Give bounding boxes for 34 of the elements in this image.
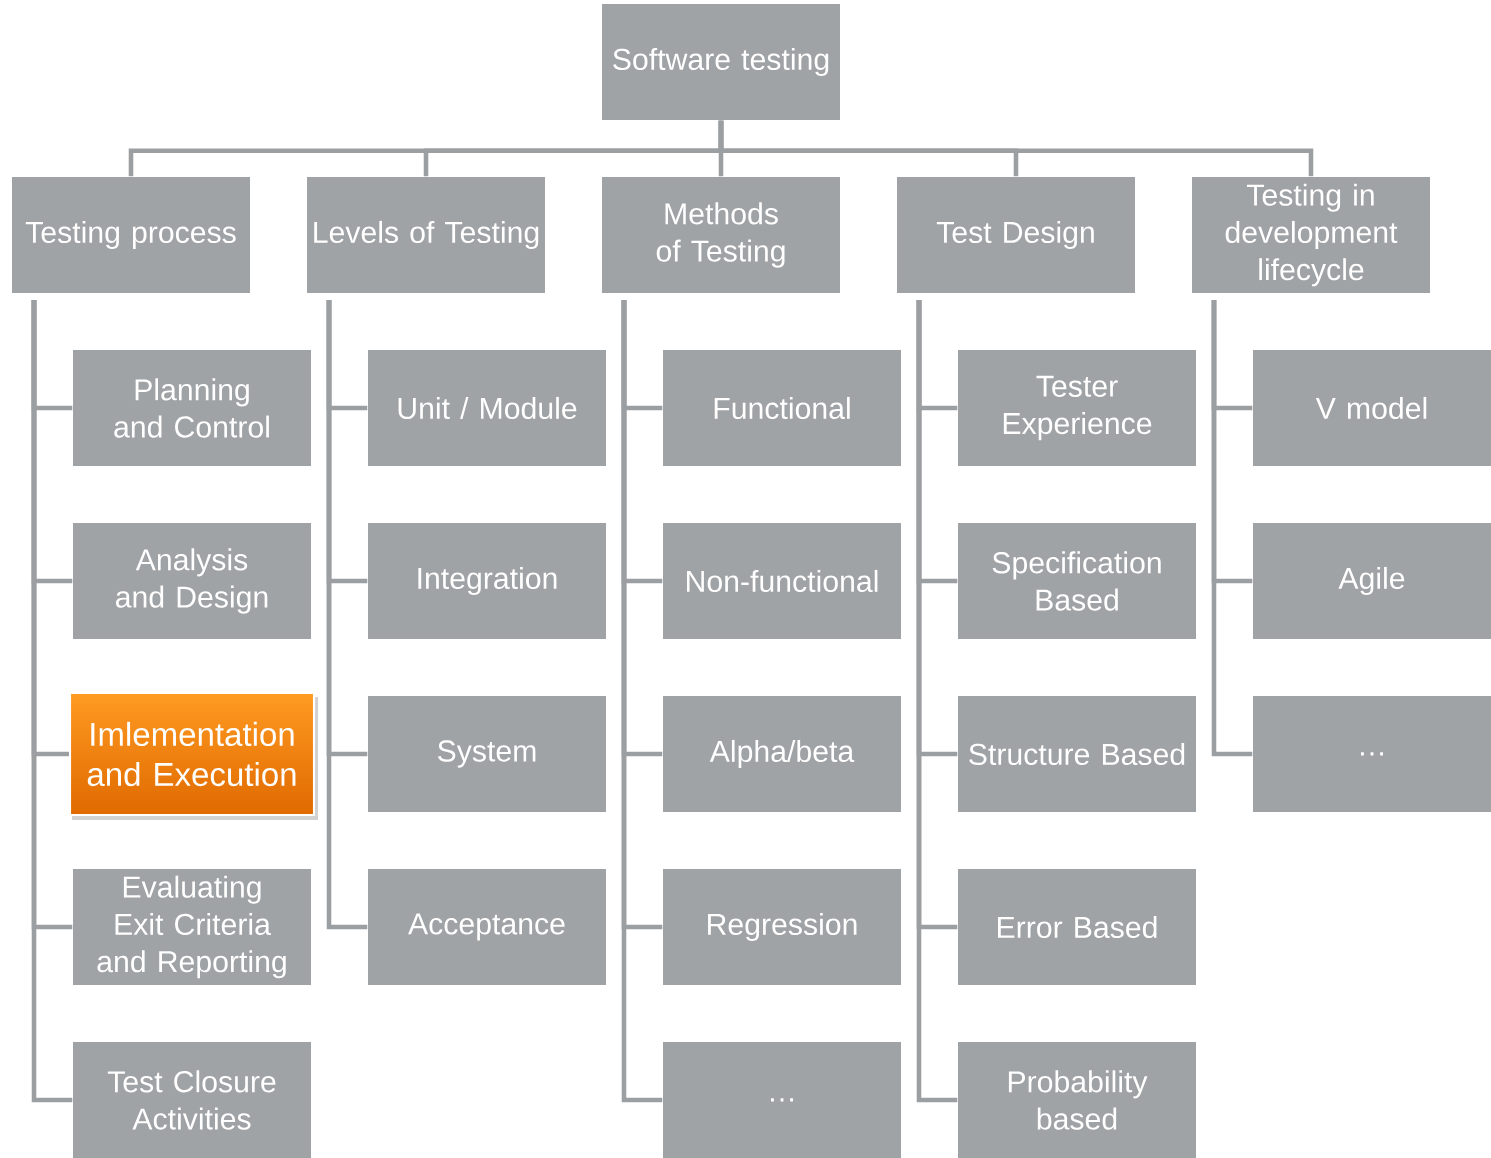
category-box: Methods of Testing: [602, 177, 840, 293]
item-box: Non-functional: [663, 523, 901, 639]
connector-line: [718, 120, 1314, 177]
item-box: V model: [1253, 350, 1491, 466]
highlighted-box: Imlementation and Execution: [68, 691, 318, 820]
connector-line: [621, 300, 663, 1103]
item-box: …: [1253, 696, 1491, 812]
item-box: Probability based: [958, 1042, 1196, 1158]
item-box: Planning and Control: [73, 350, 311, 466]
item-box: Analysis and Design: [73, 523, 311, 639]
root-box: Software testing: [602, 4, 840, 120]
item-box: Alpha/beta: [663, 696, 901, 812]
item-box: Regression: [663, 869, 901, 985]
item-box: Test Closure Activities: [73, 1042, 311, 1158]
item-box: Evaluating Exit Criteria and Reporting: [73, 869, 311, 985]
item-box: Integration: [368, 523, 606, 639]
item-box: Structure Based: [958, 696, 1196, 812]
item-box: Acceptance: [368, 869, 606, 985]
item-box: System: [368, 696, 606, 812]
connector-line: [31, 300, 73, 1103]
item-box: Specification Based: [958, 523, 1196, 639]
connector-line: [916, 300, 958, 1103]
item-box: Functional: [663, 350, 901, 466]
item-box: Agile: [1253, 523, 1491, 639]
item-box: …: [663, 1042, 901, 1158]
category-box: Test Design: [897, 177, 1135, 293]
category-box: Testing process: [12, 177, 250, 293]
item-box: Tester Experience: [958, 350, 1196, 466]
item-box: Error Based: [958, 869, 1196, 985]
connector-line: [1211, 300, 1253, 757]
item-box: Unit / Module: [368, 350, 606, 466]
connector-line: [326, 300, 368, 930]
category-box: Testing in development lifecycle: [1192, 177, 1430, 293]
category-box: Levels of Testing: [307, 177, 545, 293]
